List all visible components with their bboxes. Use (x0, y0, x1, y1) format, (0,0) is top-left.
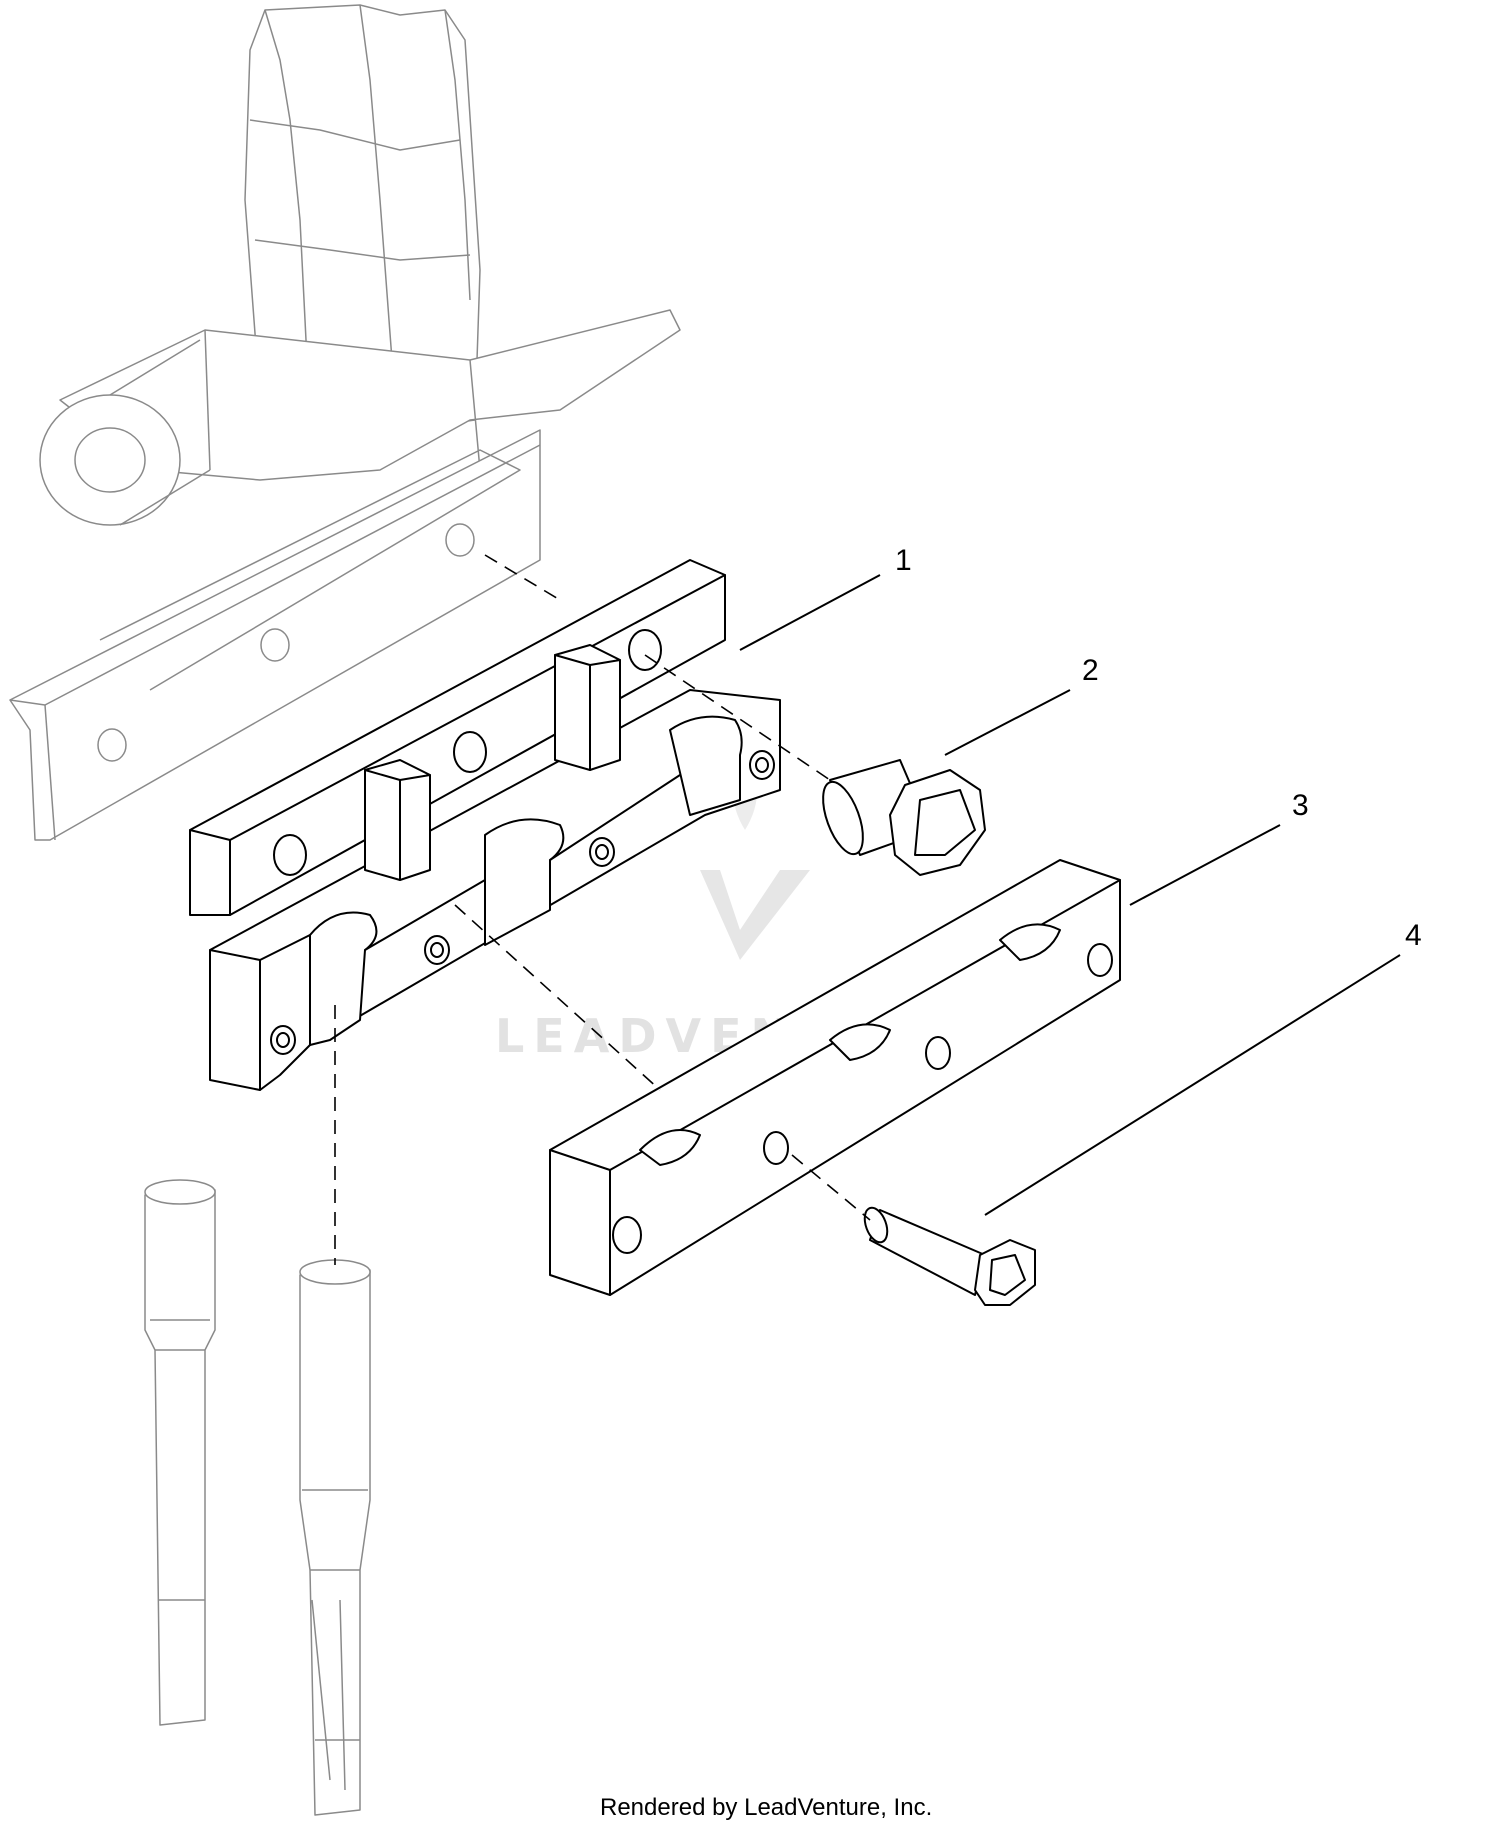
callouts: 1 2 3 4 (895, 544, 1422, 952)
assembly-lines (334, 554, 871, 1265)
pin-right (299, 1259, 371, 1816)
leader-lines (739, 574, 1401, 1216)
part-2-hex-bolt (822, 759, 986, 876)
callout-1: 1 (895, 544, 912, 577)
part-3-clamp-plate (549, 859, 1121, 1296)
part-1-mount-bracket (189, 559, 781, 1091)
frame-bracket (9, 4, 681, 841)
callout-4: 4 (1405, 919, 1422, 952)
pin-left (144, 1179, 216, 1726)
callout-3: 3 (1292, 789, 1309, 822)
part-4-hex-bolt-long (863, 1206, 1036, 1306)
footer-credit: Rendered by LeadVenture, Inc. (600, 1794, 932, 1821)
callout-2: 2 (1082, 654, 1099, 687)
